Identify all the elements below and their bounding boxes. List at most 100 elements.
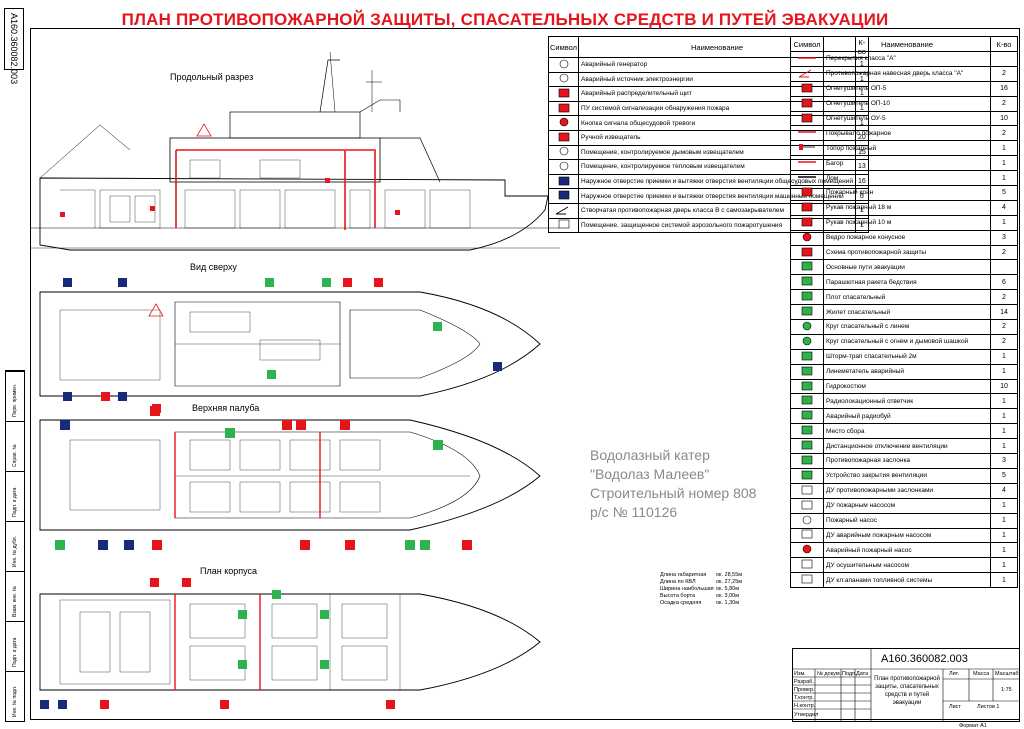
legend-count: 2 [990,95,1018,112]
legend-count: 1 [990,214,1018,231]
side-profile-view [30,51,560,251]
legend-name: Шторм-трап спасательный 2м [823,348,991,365]
legend-symbol [790,408,824,425]
tb-izm: Изм. [794,671,806,677]
legend-symbol [790,80,824,97]
legend-symbol [790,333,824,350]
dimension-value: ок. 3,00м [716,593,740,599]
legend-name: Лом [823,170,991,187]
box-icon [558,103,570,115]
legend-count: 14 [990,304,1018,321]
line-icon [797,161,817,169]
legend-symbol [790,527,824,544]
legend-symbol [790,170,824,187]
vessel-name: "Водолаз Малеев" [590,466,710,482]
top-view [39,278,541,413]
box-icon [801,485,813,497]
box-icon [801,530,813,541]
legend-count: 1 [990,512,1018,529]
legend-count: 1 [990,348,1018,365]
door-icon [797,69,817,80]
tb-doc: № докум. [817,671,842,677]
side-stamp-divider [6,671,24,672]
vessel-info: Водолазный катер "Водолаз Малеев" Строит… [590,446,790,522]
legend-table-2: Символ Наименование К-во Перекрытия клас… [790,36,1018,589]
legend-count: 1 [990,140,1018,157]
box-icon [801,113,813,125]
box-icon [801,291,813,303]
circle-icon [801,515,813,527]
dimension-value: ок. 1,30м [716,600,740,606]
legend-name: Радиолокационный ответчик [823,393,991,410]
box-icon [801,276,813,288]
legend-symbol [790,274,824,291]
legend-name: Перекрытия класса "А" [823,51,991,67]
legend-name: ДУ кл:апанами топливной системы [823,572,991,589]
legend-symbol [547,173,580,190]
legend-count: 2 [990,244,1018,261]
hull-plan-view [39,578,541,709]
ship-drawings [30,51,560,709]
dimension-row: Осадка средняя ок. 1,30м [660,600,756,607]
legend-name: ДУ противопожарными заслонками [823,482,991,499]
legend-symbol [790,497,824,514]
legend-name: Парашютная ракета бедствия [823,274,991,291]
legend-count: 2 [990,289,1018,306]
box-icon [801,425,813,437]
side-stamp-divider [6,571,24,572]
box-icon [801,98,813,110]
legend-name: Рукав пожарный 10 м [823,214,991,231]
side-stamp-divider [6,371,24,372]
title-block-code: А160.360082.003 [881,653,968,665]
side-stamp-divider [6,471,24,472]
box-icon [801,559,813,571]
legend-name: Рукав пожарный 18 м [823,199,991,216]
box-icon [801,306,813,318]
legend-count: 2 [990,125,1018,142]
sheet-title: ПЛАН ПРОТИВОПОЖАРНОЙ ЗАЩИТЫ, СПАСАТЕЛЬНЫ… [121,10,889,29]
tb-scale-label: Масштаб [995,671,1019,677]
legend-name: Пожарный кран [823,185,991,201]
legend-count: 10 [990,110,1018,127]
legend-name: Огнетушитель ОУ-5 [823,110,991,127]
legend-symbol [790,51,824,67]
box-icon [558,190,570,202]
legend-name: Покрывало пожарное [823,125,991,142]
circle-icon [801,545,813,556]
box-icon [801,440,813,452]
legend-name: Устройство закрытия вентиляции [823,467,991,484]
box-icon [801,247,813,259]
legend-count: 5 [990,467,1018,484]
legend-name: Огнетушитель ОП-10 [823,95,991,112]
box-icon [801,351,813,363]
legend-name: Ведро пожарное конусное [823,229,991,246]
tb-sheets: Листов 1 [977,704,1000,710]
legend-symbol [790,572,824,589]
legend-symbol [790,557,824,574]
dimension-name: Осадка средняя [660,600,702,606]
legend-count: 1 [990,363,1018,380]
legend-symbol [547,100,580,117]
legend-symbol [790,214,824,231]
legend-symbol [790,319,824,335]
legend-symbol [790,110,824,127]
legend-count: 1 [990,497,1018,514]
box-icon [801,500,813,512]
legend-symbol [547,71,580,88]
box-icon [801,411,813,422]
legend-count: 10 [990,378,1018,395]
